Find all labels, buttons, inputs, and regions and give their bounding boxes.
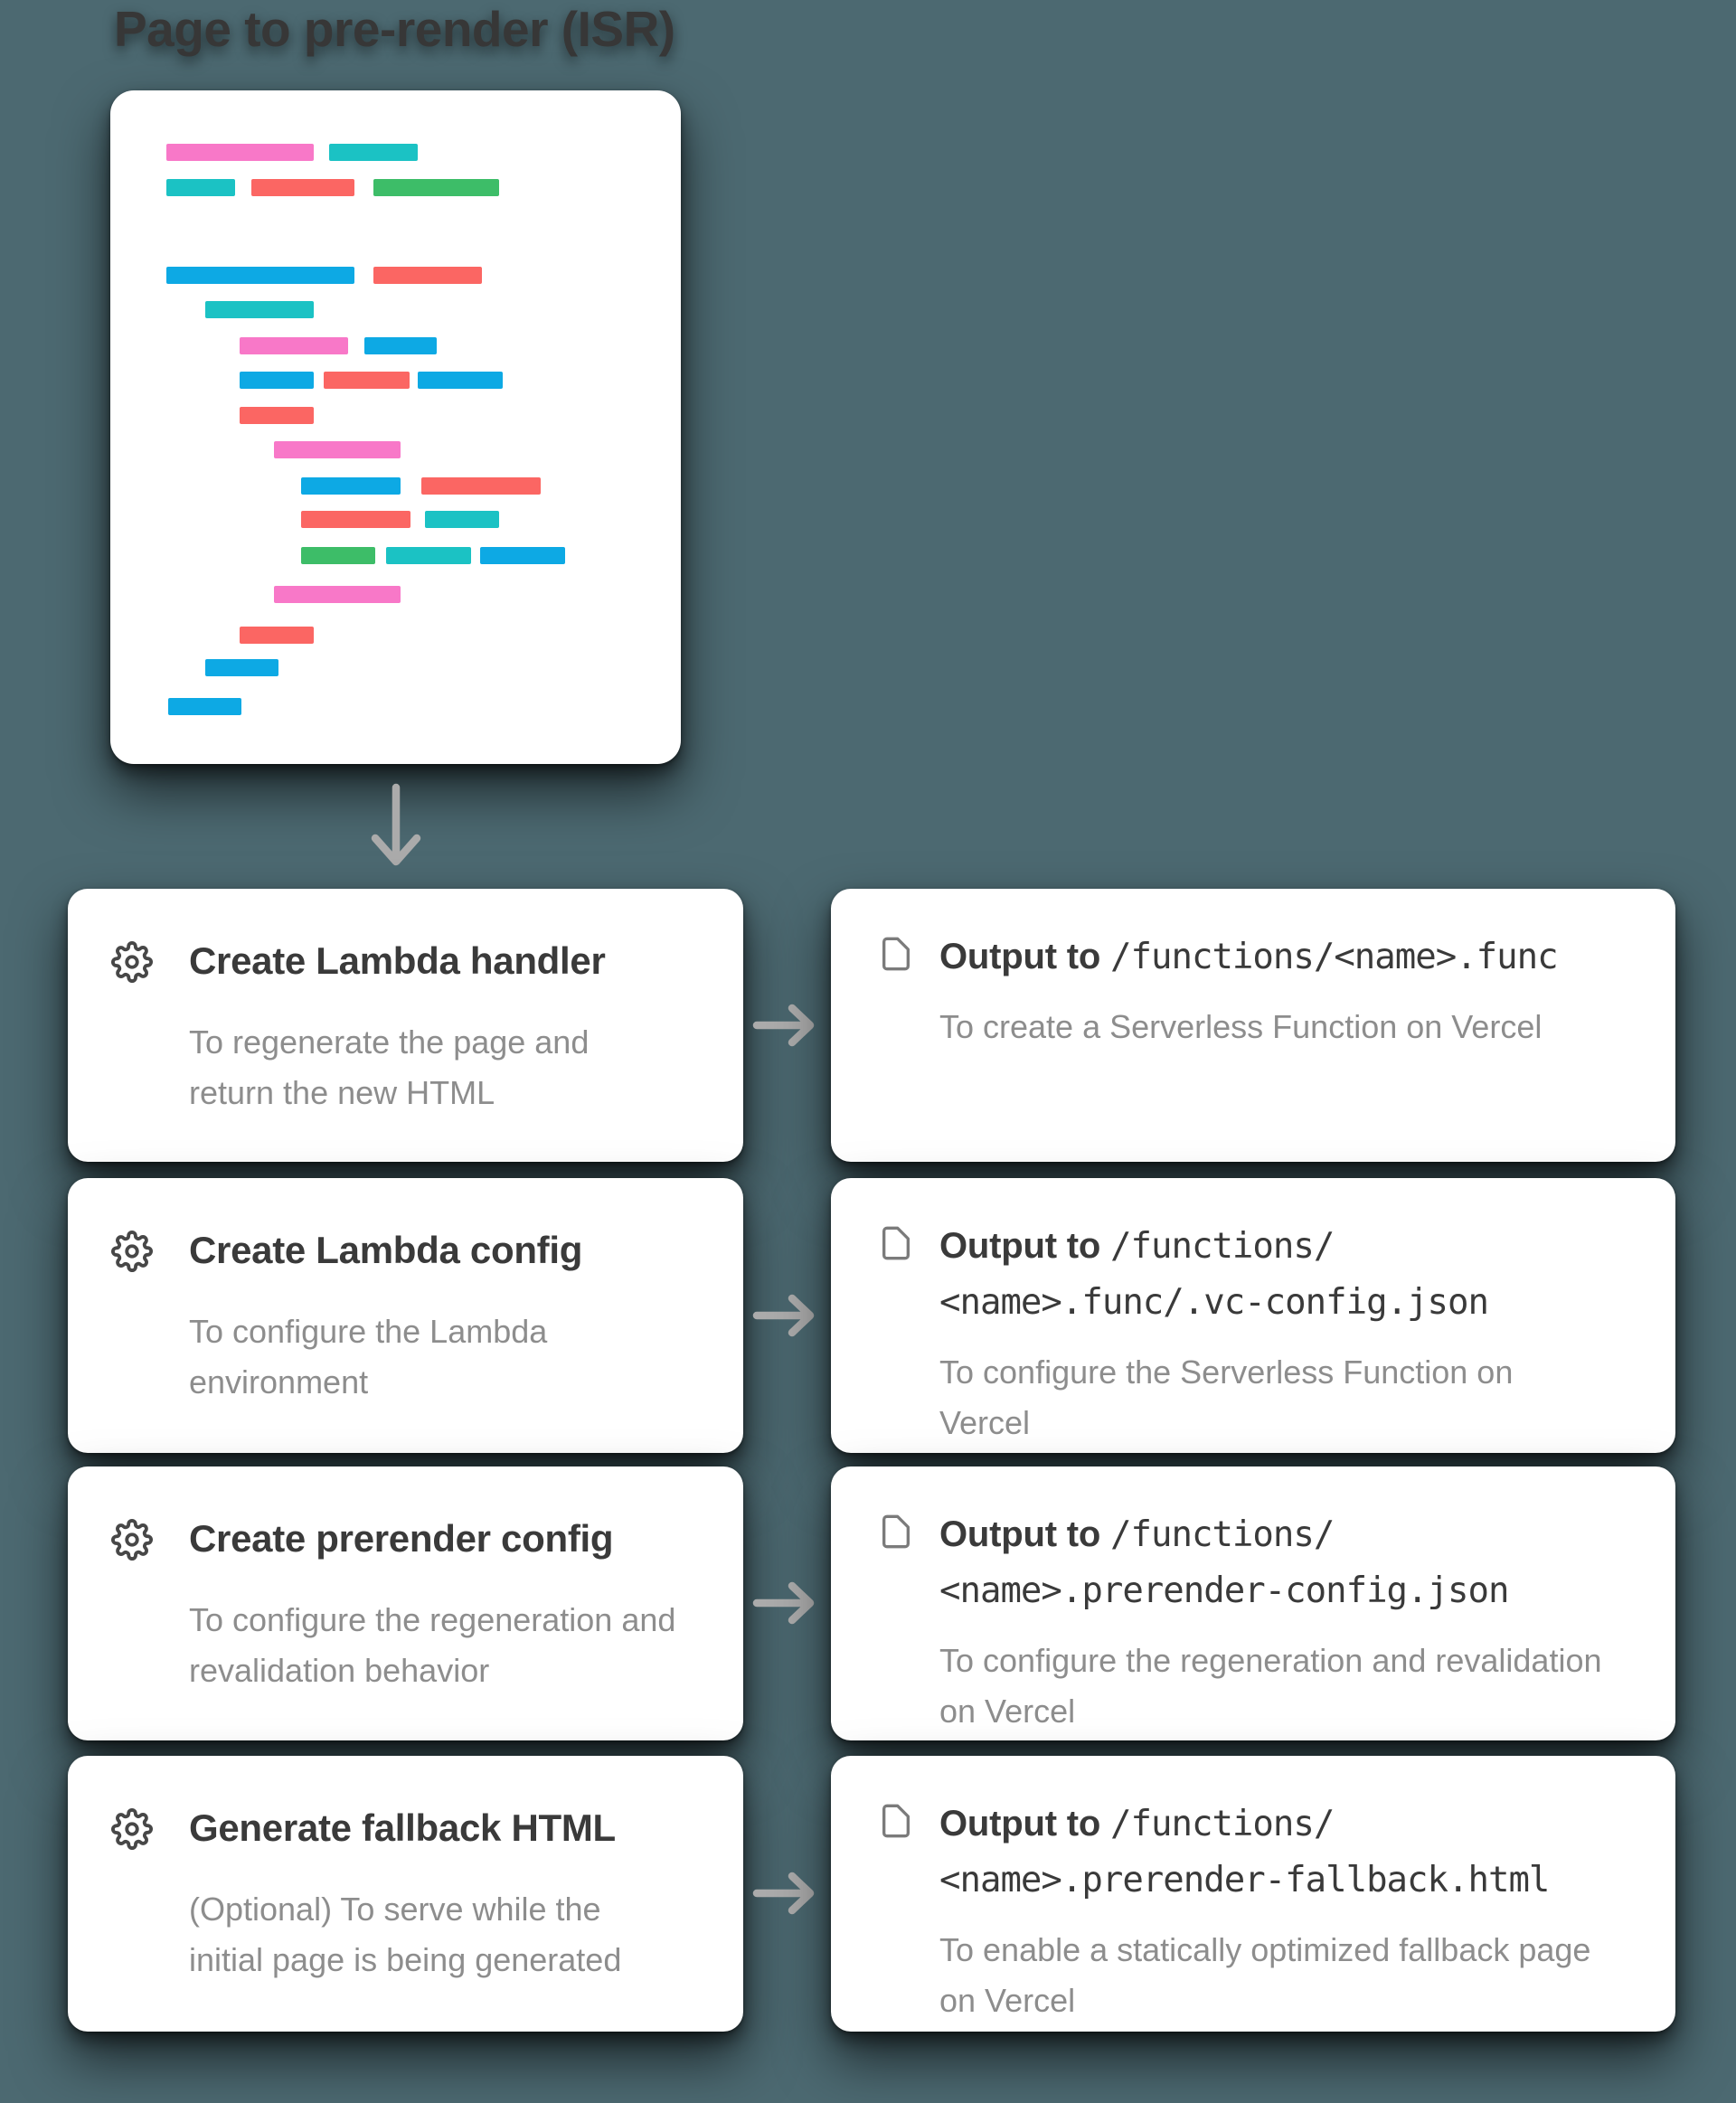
code-line-bar-red <box>240 407 314 424</box>
gear-icon <box>111 941 153 983</box>
code-line-bar-blue <box>418 372 503 389</box>
code-line-bar-blue <box>166 267 354 284</box>
right-arrow-icon <box>752 1872 815 1915</box>
code-line-bar-teal <box>166 179 235 196</box>
output-card-3: Output to /functions/ <name>.prerender-co… <box>831 1466 1675 1740</box>
output-title-prefix: Output to <box>939 937 1111 976</box>
step-card-3: Create prerender config To configure the… <box>68 1466 743 1740</box>
right-arrow-icon <box>752 1004 815 1047</box>
step-title: Create Lambda handler <box>189 939 606 982</box>
code-line-bar-blue <box>301 477 401 495</box>
code-line-bar-pink <box>240 337 348 354</box>
output-path-line2: <name>.prerender-fallback.html <box>939 1860 1550 1900</box>
gear-icon <box>111 1231 153 1272</box>
code-line-bar-green <box>301 547 375 564</box>
code-line-bar-blue <box>240 372 314 389</box>
code-line-bar-red <box>324 372 410 389</box>
code-line-bar-blue <box>480 547 565 564</box>
step-description: To configure the Lambda environment <box>189 1313 548 1400</box>
code-line-bar-teal <box>205 301 314 318</box>
code-line-bar-green <box>373 179 499 196</box>
code-line-bar-red <box>240 627 314 644</box>
code-line-bar-pink <box>274 441 401 458</box>
step-description: To configure the regeneration and revali… <box>189 1601 676 1689</box>
output-title-prefix: Output to <box>939 1226 1111 1266</box>
output-card-2: Output to /functions/ <name>.func/.vc-con… <box>831 1178 1675 1453</box>
code-line-bar-red <box>373 267 482 284</box>
output-description: To enable a statically optimized fallbac… <box>939 1931 1591 2019</box>
file-icon <box>882 1226 910 1260</box>
step-description: To regenerate the page and return the ne… <box>189 1023 590 1111</box>
step-card-4: Generate fallback HTML (Optional) To ser… <box>68 1756 743 2032</box>
code-line-bar-red <box>251 179 354 196</box>
file-icon <box>882 1804 910 1838</box>
output-description: To configure the regeneration and revali… <box>939 1642 1602 1730</box>
output-title: Output to /functions/<name>.func <box>939 929 1559 985</box>
page-title: Page to pre-render (ISR) <box>114 1 675 57</box>
step-description: (Optional) To serve while the initial pa… <box>189 1891 622 1978</box>
output-title: Output to /functions/ <name>.prerender-co… <box>939 1506 1609 1619</box>
step-title: Create Lambda config <box>189 1229 583 1271</box>
output-title-prefix: Output to <box>939 1514 1111 1554</box>
code-line-bar-blue <box>364 337 437 354</box>
output-title: Output to /functions/ <name>.prerender-fa… <box>939 1796 1609 1909</box>
code-line-bar-red <box>421 477 541 495</box>
output-title-prefix: Output to <box>939 1804 1111 1844</box>
output-path-line2: <name>.prerender-config.json <box>939 1570 1509 1611</box>
output-path-line2: <name>.func/.vc-config.json <box>939 1282 1489 1323</box>
step-title: Generate fallback HTML <box>189 1806 616 1849</box>
file-icon <box>882 1514 910 1549</box>
output-title: Output to /functions/ <name>.func/.vc-con… <box>939 1218 1609 1331</box>
code-line-bar-teal <box>386 547 471 564</box>
output-card-4: Output to /functions/ <name>.prerender-fa… <box>831 1756 1675 2032</box>
gear-icon <box>111 1519 153 1561</box>
code-line-bar-pink <box>274 586 401 603</box>
code-page-card <box>110 90 681 764</box>
output-card-1: Output to /functions/<name>.func To crea… <box>831 889 1675 1162</box>
down-arrow-icon <box>371 783 421 866</box>
output-path: /functions/ <box>1110 1804 1335 1844</box>
code-line-bar-blue <box>205 659 278 676</box>
file-icon <box>882 937 910 971</box>
code-line-bar-teal <box>425 511 499 528</box>
output-description: To configure the Serverless Function on … <box>939 1353 1514 1441</box>
output-path: /functions/ <box>1110 1514 1335 1555</box>
step-card-2: Create Lambda config To configure the La… <box>68 1178 743 1453</box>
right-arrow-icon <box>752 1581 815 1625</box>
output-description: To create a Serverless Function on Verce… <box>939 1008 1543 1045</box>
gear-icon <box>111 1808 153 1850</box>
step-card-1: Create Lambda handler To regenerate the … <box>68 889 743 1162</box>
step-title: Create prerender config <box>189 1517 614 1560</box>
code-line-bar-pink <box>166 144 314 161</box>
code-line-bar-teal <box>329 144 418 161</box>
right-arrow-icon <box>752 1294 815 1337</box>
code-line-bar-blue <box>168 698 241 715</box>
code-line-bar-red <box>301 511 410 528</box>
output-path: /functions/<name>.func <box>1110 937 1559 977</box>
output-path: /functions/ <box>1110 1226 1335 1267</box>
